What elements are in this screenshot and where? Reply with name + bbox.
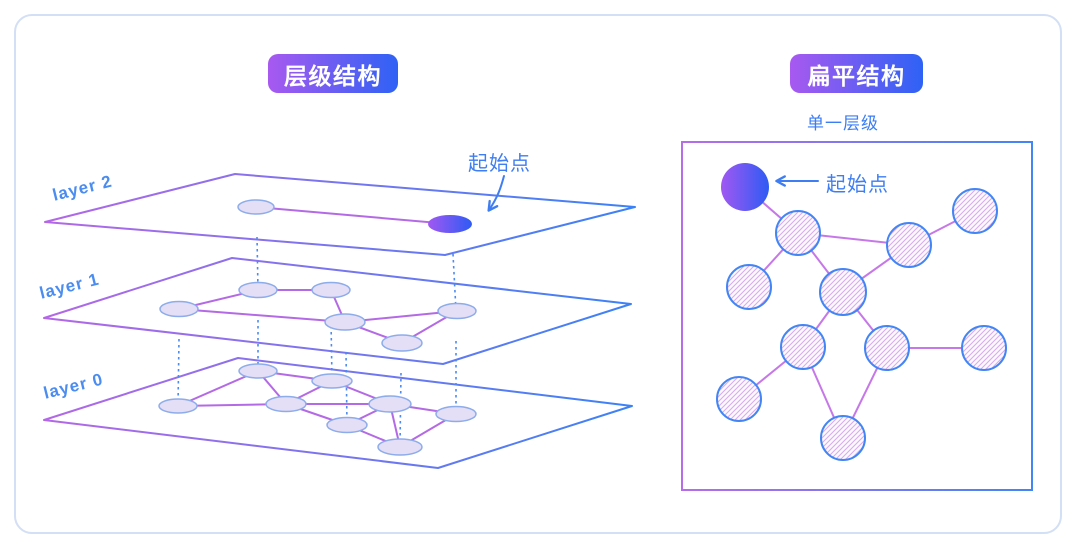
interlayer-dashed-link: [452, 253, 457, 312]
layer-0-node: [311, 373, 353, 389]
layer-1-plane: [43, 257, 632, 365]
interlayer-dashed-link: [330, 319, 333, 382]
layer-0-node: [158, 398, 198, 414]
layer-2-edge: [255, 206, 451, 225]
hierarchical-structure-badge: 层级结构: [268, 54, 398, 93]
hierarchical-structure-diagram: [43, 173, 636, 469]
interlayer-dashed-link: [345, 351, 348, 426]
interlayer-dashed-link: [177, 338, 180, 407]
flat-node: [961, 325, 1007, 371]
layer-0-node: [265, 395, 307, 413]
layer-0-node: [238, 363, 278, 379]
flat-node: [716, 376, 762, 422]
flat-node: [864, 325, 910, 371]
start-node: [428, 215, 472, 233]
flat-structure-badge: 扁平结构: [790, 54, 923, 93]
layer-1-edge: [178, 308, 346, 323]
flat-node: [820, 415, 866, 461]
layer-0-node: [368, 395, 412, 413]
layer-2-plane: [44, 173, 636, 256]
flat-node: [886, 222, 932, 268]
single-layer-box: [681, 141, 1033, 491]
flat-node: [726, 264, 772, 310]
start-node: [721, 163, 769, 211]
flat-node: [780, 324, 826, 370]
layer-0-node: [326, 416, 368, 434]
layer-1-node: [437, 302, 477, 320]
layer-1-node: [311, 281, 351, 299]
single-layer-label: 单一层级: [807, 114, 879, 133]
start-point-label-right: 起始点: [826, 174, 889, 196]
layer-1-node: [324, 313, 366, 331]
layer-1-node: [238, 281, 278, 299]
interlayer-dashed-link: [256, 236, 259, 291]
flat-structure-diagram: [681, 141, 1033, 491]
start-point-arrow-left: [487, 175, 505, 212]
flat-node: [952, 188, 998, 234]
layer-0-plane: [43, 357, 633, 469]
layer-0-edge: [177, 370, 259, 407]
outer-frame: [14, 14, 1062, 534]
start-point-label-left: 起始点: [468, 153, 531, 175]
layer-1-node: [381, 334, 423, 352]
flat-node: [819, 268, 867, 316]
layer-0-node: [377, 438, 423, 456]
layer-2-node: [237, 199, 275, 215]
layer-1-node: [159, 300, 199, 318]
layer-0-node: [435, 405, 477, 423]
flat-node: [775, 210, 821, 256]
